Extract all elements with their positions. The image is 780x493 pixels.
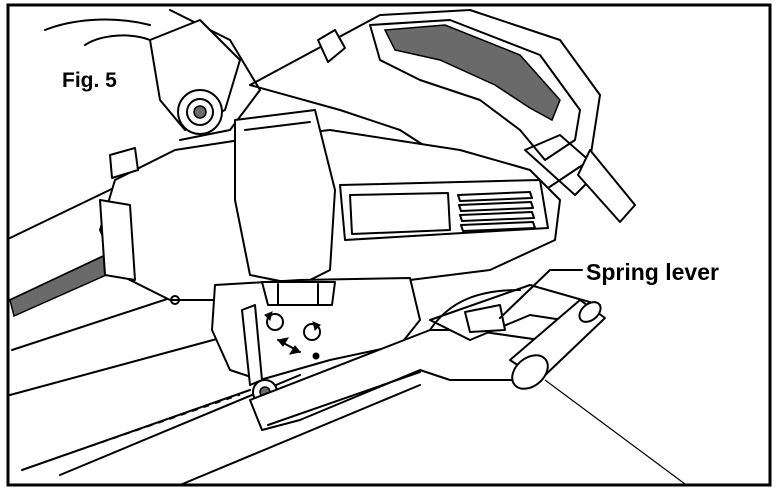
callout-leader-line: [499, 269, 583, 319]
motor-housing: [99, 109, 561, 305]
rear-handle: [249, 9, 636, 223]
spring-lever-assembly: [249, 284, 606, 431]
vent-slots: [457, 191, 536, 232]
leader-line-lower: [544, 379, 686, 485]
upper-bracket: [44, 9, 261, 141]
callout-spring-lever: Spring lever: [499, 259, 719, 319]
spring-lever-label: Spring lever: [586, 259, 719, 285]
fig-label: Fig. 5: [62, 69, 117, 92]
